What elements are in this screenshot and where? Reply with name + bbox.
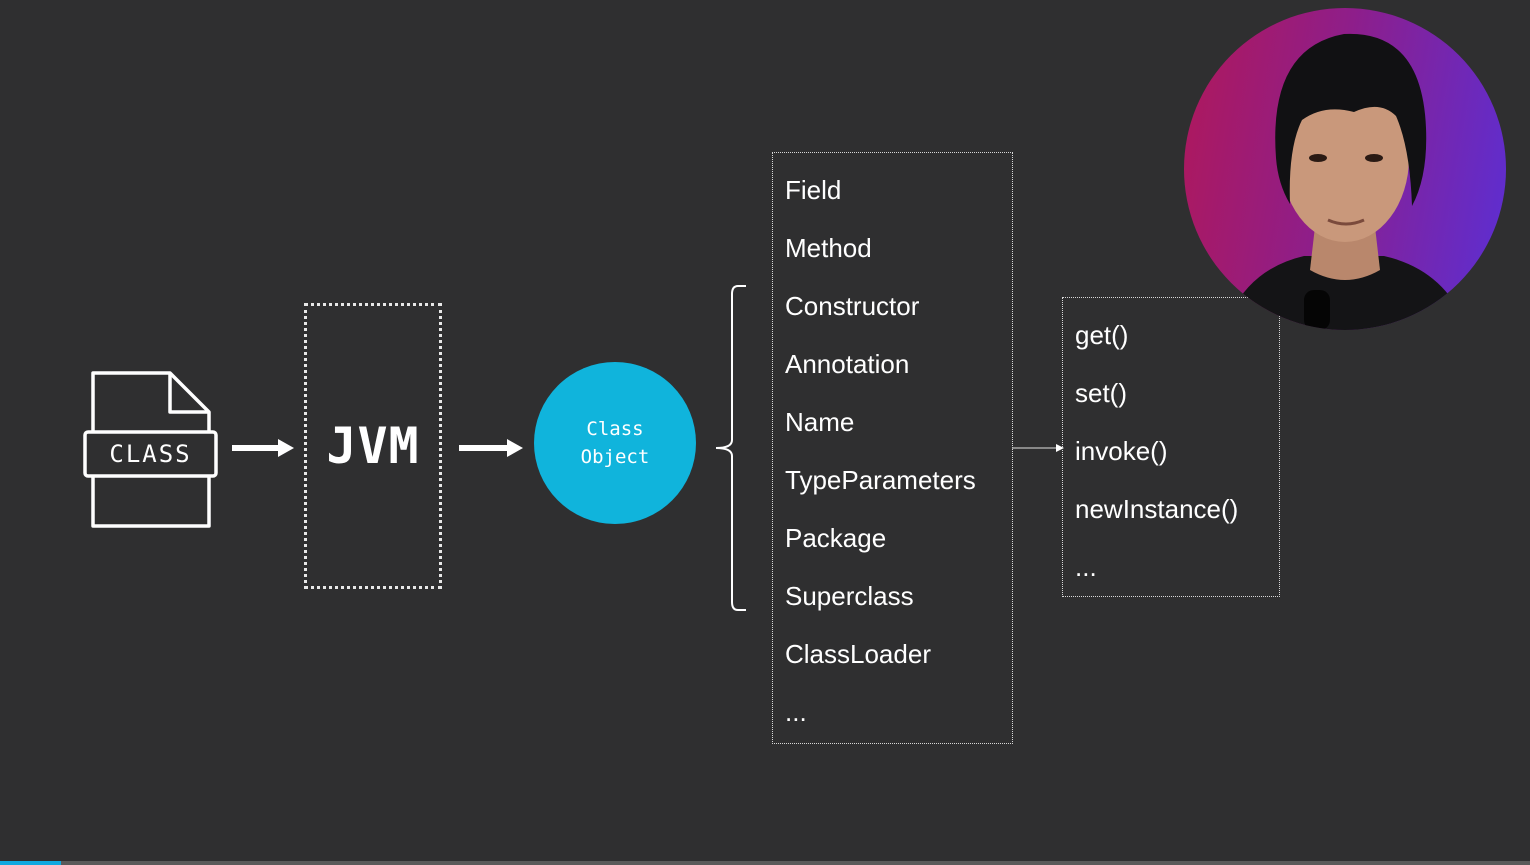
- member-typeparameters: TypeParameters: [785, 465, 976, 495]
- method-invoke: invoke(): [1075, 436, 1168, 466]
- connector-arrow-icon: [1012, 440, 1066, 454]
- member-superclass: Superclass: [785, 581, 914, 611]
- arrow-right-icon: [230, 438, 296, 458]
- video-progress-fill: [0, 861, 62, 865]
- arrow-right-icon: [457, 438, 523, 458]
- class-file-icon: CLASS: [82, 370, 222, 530]
- class-file-label: CLASS: [109, 440, 192, 468]
- method-ellipsis: ...: [1075, 552, 1097, 582]
- video-progress-track[interactable]: [0, 861, 1530, 865]
- method-newinstance: newInstance(): [1075, 494, 1239, 524]
- member-method: Method: [785, 233, 872, 263]
- method-get: get(): [1075, 320, 1129, 350]
- class-object-line2: Object: [580, 446, 650, 468]
- class-object-node: Class Object: [534, 362, 696, 524]
- member-ellipsis: ...: [785, 697, 807, 727]
- reflection-methods-box: get() set() invoke() newInstance() ...: [1062, 297, 1280, 597]
- jvm-label: JVM: [326, 417, 420, 475]
- member-classloader: ClassLoader: [785, 639, 931, 669]
- member-name: Name: [785, 407, 855, 437]
- class-object-line1: Class: [586, 418, 644, 440]
- jvm-box: JVM: [304, 303, 442, 589]
- member-annotation: Annotation: [785, 349, 910, 379]
- curly-brace-icon: [712, 284, 752, 612]
- member-field: Field: [785, 175, 842, 205]
- member-package: Package: [785, 523, 887, 553]
- class-members-box: Field Method Constructor Annotation Name…: [772, 152, 1013, 744]
- member-constructor: Constructor: [785, 291, 920, 321]
- presenter-avatar: [1184, 8, 1506, 330]
- method-set: set(): [1075, 378, 1127, 408]
